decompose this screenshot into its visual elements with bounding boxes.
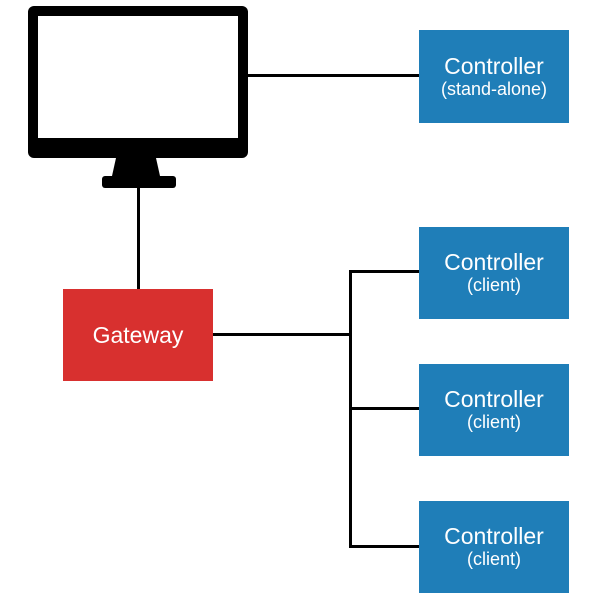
monitor-screen [38,16,238,138]
gateway-box: Gateway [63,289,213,381]
connector-bus-to-client-1 [349,270,420,273]
monitor-neck [112,158,160,176]
connector-monitor-to-gateway [137,188,140,290]
controller-standalone-box: Controller (stand-alone) [419,30,569,123]
controller-title: Controller [444,386,544,412]
connector-bus-to-client-3 [349,545,420,548]
controller-subtitle: (client) [466,275,521,295]
monitor-stand [102,176,176,188]
connector-gateway-to-bus [212,333,352,336]
controller-title: Controller [444,249,544,275]
controller-subtitle: (client) [466,412,521,432]
controller-client-box: Controller (client) [419,227,569,319]
gateway-label: Gateway [92,321,184,348]
controller-subtitle: (stand-alone) [440,78,548,99]
connector-bus-to-client-2 [349,407,420,410]
controller-client-box: Controller (client) [419,364,569,456]
controller-title: Controller [444,52,544,79]
controller-subtitle: (client) [466,549,521,569]
connector-monitor-to-standalone [248,74,420,77]
controller-client-box: Controller (client) [419,501,569,593]
controller-title: Controller [444,523,544,549]
monitor-icon [28,6,248,188]
